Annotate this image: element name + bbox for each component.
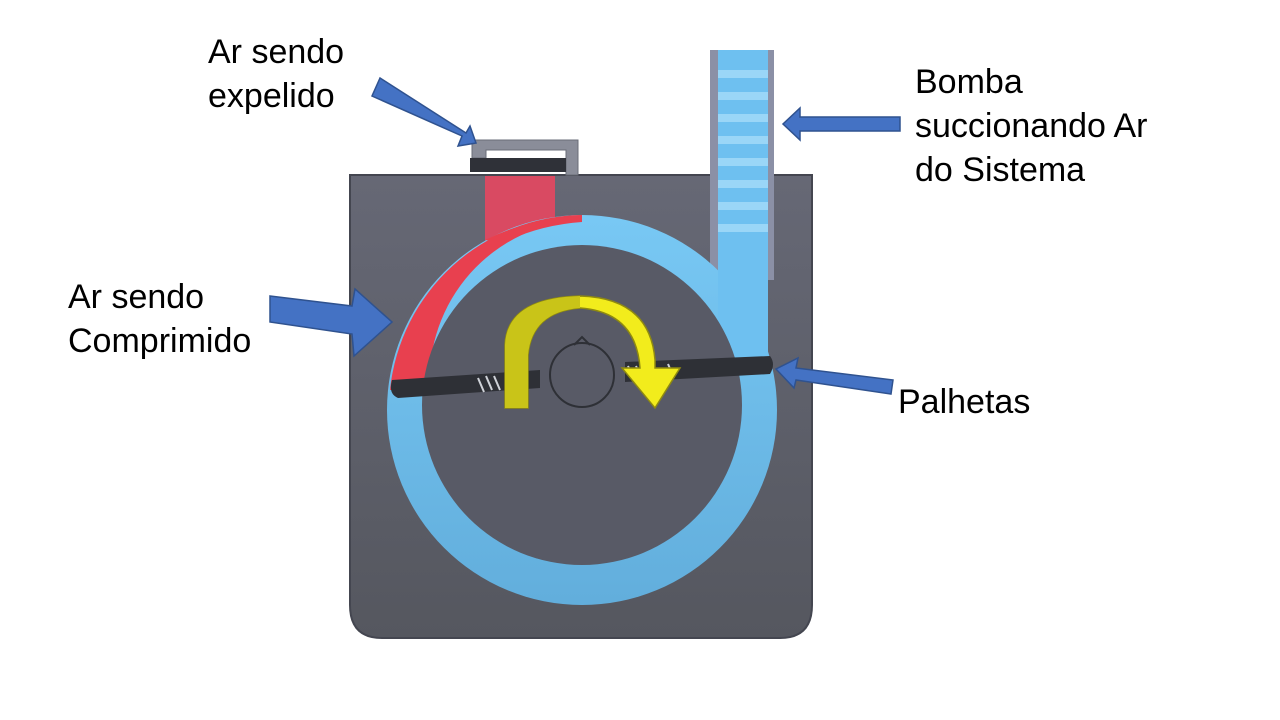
- compressed-air-region: [390, 215, 582, 390]
- callout-arrow-icon: [371, 76, 478, 147]
- label-vanes: Palhetas: [898, 383, 1031, 421]
- callout-arrow-icon: [774, 356, 894, 395]
- suction-tube-stripes: [718, 70, 768, 232]
- label-air-compressed: Ar sendo Comprimido: [68, 278, 252, 360]
- compressed-air-top: [485, 215, 582, 242]
- label-air-expelled: Ar sendo expelido: [208, 33, 345, 115]
- rotor-shaft: [549, 342, 615, 408]
- rotor: [422, 245, 742, 565]
- rotor-shaft-key: [573, 335, 591, 346]
- callout-arrow-icon: [781, 106, 901, 142]
- label-pump-suction: Bomba succionando Ar do Sistema: [915, 63, 1148, 189]
- exhaust-valve-seat: [470, 158, 566, 172]
- rotation-arrow-shade: [505, 296, 580, 408]
- vane-left: [390, 370, 540, 398]
- callout-arrow-icon: [269, 287, 394, 358]
